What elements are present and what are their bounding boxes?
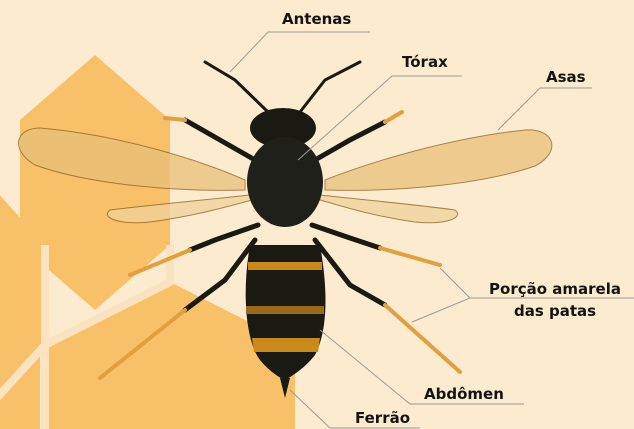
leg-mid-right xyxy=(312,225,380,248)
label-torax: Tórax xyxy=(402,53,448,71)
antennae xyxy=(205,62,360,112)
abdomen-band-1 xyxy=(248,262,322,270)
leader-asas xyxy=(498,88,592,130)
right-hindwing xyxy=(320,195,458,223)
label-porcao-amarela: Porção amarela das patas xyxy=(480,280,630,320)
leader-porcao-2 xyxy=(440,268,470,298)
leg-front-right-tip xyxy=(385,112,402,122)
leg-front-left xyxy=(185,120,255,160)
label-porcao-line1: Porção amarela xyxy=(480,280,630,298)
label-abdomen: Abdômen xyxy=(424,385,504,403)
leg-hind-right-tip xyxy=(385,305,460,372)
antenna-left xyxy=(205,62,268,112)
leg-mid-right-tip xyxy=(380,248,440,265)
label-antenas: Antenas xyxy=(282,10,351,28)
antenna-right xyxy=(300,62,360,112)
leg-front-left-tip xyxy=(165,118,185,120)
label-ferrao: Ferrão xyxy=(355,409,410,427)
abdomen-band-3 xyxy=(252,338,320,352)
leg-hind-left xyxy=(185,240,255,310)
thorax-shape xyxy=(247,137,323,227)
label-asas: Asas xyxy=(546,68,586,86)
leg-hind-right xyxy=(315,240,385,305)
leg-front-right xyxy=(315,122,385,160)
label-porcao-line2: das patas xyxy=(480,302,630,320)
right-forewing xyxy=(325,130,552,190)
abdomen-band-2 xyxy=(246,306,324,314)
wasp-body xyxy=(246,108,326,398)
